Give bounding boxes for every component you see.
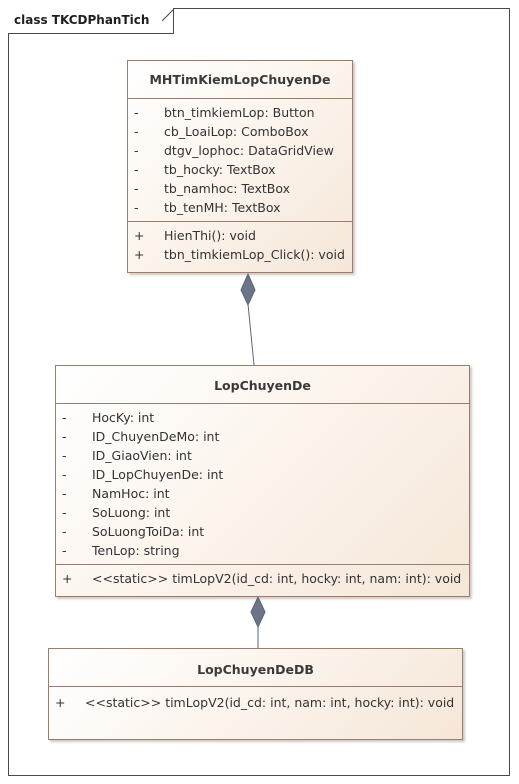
class-mhtimkiemlopchuyende[interactable]: MHTimKiemLopChuyenDe - btn_timkiemLop: Bu… (127, 60, 353, 273)
visibility-marker: - (62, 505, 67, 520)
attribute-row: - ID_ChuyenDeMo: int (56, 427, 469, 446)
attribute-row: - ID_LopChuyenDe: int (56, 465, 469, 484)
attribute-text: tb_namhoc: TextBox (164, 181, 290, 196)
visibility-marker: + (62, 571, 73, 586)
visibility-marker: - (62, 543, 67, 558)
visibility-marker: + (134, 228, 145, 243)
visibility-marker: - (134, 181, 139, 196)
visibility-marker: - (134, 124, 139, 139)
visibility-marker: - (62, 524, 67, 539)
attribute-row: - HocKy: int (56, 408, 469, 427)
frame-title-tab (8, 8, 174, 34)
operation-text: <<static>> timLopV2(id_cd: int, nam: int… (85, 695, 455, 710)
attribute-row: - ID_GiaoVien: int (56, 446, 469, 465)
class-lopchuyende[interactable]: LopChuyenDe - HocKy: int - ID_ChuyenDeMo: … (55, 365, 470, 597)
visibility-marker: - (134, 143, 139, 158)
composition-line-1 (247, 303, 255, 366)
attribute-row: - TenLop: string (56, 541, 469, 560)
class-name: LopChuyenDe (56, 366, 469, 404)
attribute-text: TenLop: string (92, 543, 180, 558)
visibility-marker: - (62, 467, 67, 482)
operation-row: + <<static>> timLopV2(id_cd: int, hocky: … (56, 569, 469, 588)
visibility-marker: + (55, 695, 66, 710)
attribute-text: btn_timkiemLop: Button (164, 105, 315, 120)
attribute-row: - dtgv_lophoc: DataGridView (128, 141, 352, 160)
class-name: LopChuyenDeDB (49, 649, 462, 687)
attribute-text: ID_ChuyenDeMo: int (92, 429, 220, 444)
attribute-row: - SoLuongToiDa: int (56, 522, 469, 541)
attributes-compartment: - btn_timkiemLop: Button - cb_LoaiLop: Com… (128, 99, 352, 222)
attribute-text: tb_hocky: TextBox (164, 162, 276, 177)
attribute-text: tb_tenMH: TextBox (164, 200, 281, 215)
operation-row: + HienThi(): void (128, 226, 352, 245)
attributes-compartment: - HocKy: int - ID_ChuyenDeMo: int - ID_Giao… (56, 404, 469, 565)
attribute-row: - btn_timkiemLop: Button (128, 103, 352, 122)
operation-text: tbn_timkiemLop_Click(): void (164, 247, 345, 262)
attribute-row: - cb_LoaiLop: ComboBox (128, 122, 352, 141)
operation-text: HienThi(): void (164, 228, 256, 243)
attribute-row: - NamHoc: int (56, 484, 469, 503)
visibility-marker: - (134, 162, 139, 177)
operation-row: + <<static>> timLopV2(id_cd: int, nam: in… (49, 693, 462, 712)
visibility-marker: - (134, 105, 139, 120)
attribute-text: cb_LoaiLop: ComboBox (164, 124, 309, 139)
class-lopchuyendedb[interactable]: LopChuyenDeDB + <<static>> timLopV2(id_cd… (48, 648, 463, 740)
attribute-text: dtgv_lophoc: DataGridView (164, 143, 334, 158)
attribute-text: SoLuongToiDa: int (92, 524, 205, 539)
attribute-text: NamHoc: int (92, 486, 170, 501)
frame-tab-corner (162, 8, 175, 22)
operations-compartment: + <<static>> timLopV2(id_cd: int, hocky: … (56, 565, 469, 592)
attribute-text: ID_GiaoVien: int (92, 448, 192, 463)
operations-compartment: + HienThi(): void + tbn_timkiemLop_Click()… (128, 222, 352, 268)
frame-title: class TKCDPhanTich (14, 13, 150, 27)
composition-diamond-2 (250, 595, 266, 629)
class-name: MHTimKiemLopChuyenDe (128, 61, 352, 99)
visibility-marker: - (62, 429, 67, 444)
operations-compartment: + <<static>> timLopV2(id_cd: int, nam: in… (49, 687, 462, 716)
attribute-text: ID_LopChuyenDe: int (92, 467, 224, 482)
operation-text: <<static>> timLopV2(id_cd: int, hocky: i… (92, 571, 462, 586)
attribute-text: HocKy: int (92, 410, 155, 425)
diagram-frame (8, 8, 510, 776)
attribute-text: SoLuong: int (92, 505, 171, 520)
visibility-marker: - (62, 448, 67, 463)
visibility-marker: - (62, 410, 67, 425)
attribute-row: - tb_tenMH: TextBox (128, 198, 352, 217)
attribute-row: - SoLuong: int (56, 503, 469, 522)
operation-row: + tbn_timkiemLop_Click(): void (128, 245, 352, 264)
attribute-row: - tb_hocky: TextBox (128, 160, 352, 179)
visibility-marker: - (134, 200, 139, 215)
visibility-marker: + (134, 247, 145, 262)
visibility-marker: - (62, 486, 67, 501)
attribute-row: - tb_namhoc: TextBox (128, 179, 352, 198)
composition-diamond-1 (240, 272, 256, 307)
